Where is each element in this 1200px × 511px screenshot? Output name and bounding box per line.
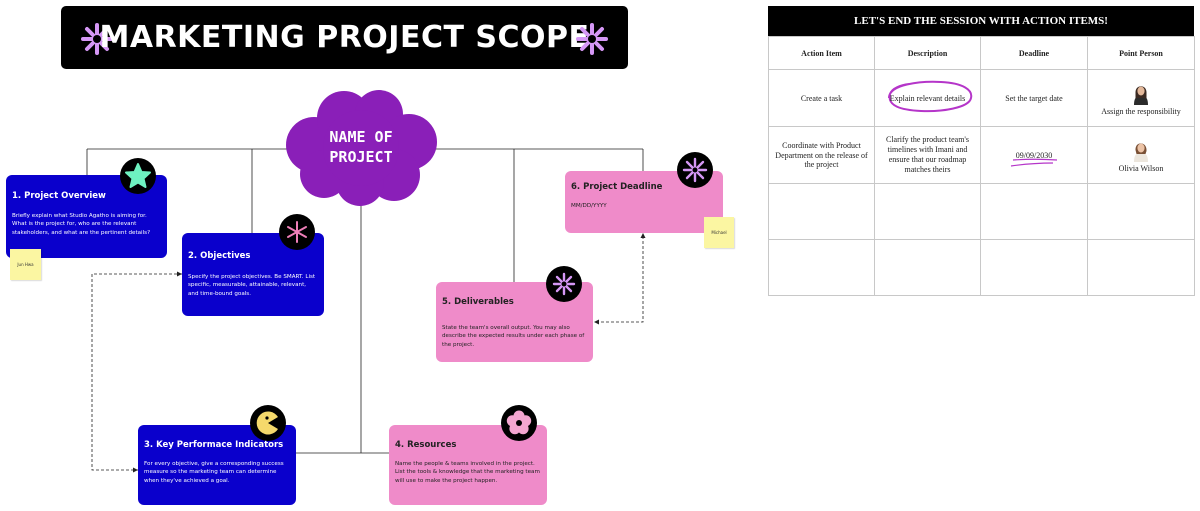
table-cell[interactable] <box>768 239 875 296</box>
table-cell[interactable] <box>768 183 875 240</box>
pacman-icon <box>250 405 286 441</box>
cloud-label: NAME OF PROJECT <box>329 128 393 166</box>
table-cell[interactable] <box>874 183 981 240</box>
card-objectives[interactable]: 2. Objectives Specify the project object… <box>182 233 324 316</box>
table-cell[interactable] <box>1087 239 1195 296</box>
card-title: 1. Project Overview <box>12 191 106 201</box>
action-items-panel: LET'S END THE SESSION WITH ACTION ITEMS!… <box>768 6 1195 296</box>
table-row <box>768 183 1195 240</box>
card-body: MM/DD/YYYY <box>571 203 607 209</box>
card-body: For every objective, give a correspondin… <box>144 461 284 484</box>
flower-icon <box>501 405 537 441</box>
table-cell[interactable]: Coordinate with Product Department on th… <box>768 126 875 184</box>
column-header: Action Item <box>768 36 875 70</box>
table-cell[interactable] <box>1087 183 1195 240</box>
card-body: State the team's overall output. You may… <box>442 325 585 348</box>
person-photo <box>1134 142 1148 162</box>
table-title: LET'S END THE SESSION WITH ACTION ITEMS! <box>768 6 1194 36</box>
asterisk-star-icon <box>81 23 113 55</box>
table-cell[interactable]: Olivia Wilson <box>1087 126 1195 184</box>
action-items-table: Action Item Description Deadline Point P… <box>768 36 1195 296</box>
card-resources[interactable]: 4. Resources Name the people & teams inv… <box>389 425 547 505</box>
sticky-note[interactable]: Michael <box>704 217 734 248</box>
card-body: Briefly explain what Studio Agatho is ai… <box>12 213 151 236</box>
column-header: Deadline <box>980 36 1088 70</box>
table-cell[interactable] <box>980 239 1088 296</box>
project-name-cloud <box>286 90 437 206</box>
card-title: 5. Deliverables <box>442 297 514 307</box>
table-row: Create a task Explain relevant details S… <box>768 69 1195 127</box>
table-cell[interactable] <box>980 183 1088 240</box>
table-row: Coordinate with Product Department on th… <box>768 126 1195 184</box>
table-cell[interactable]: Set the target date <box>980 69 1088 127</box>
card-key-performance-indicators[interactable]: 3. Key Performace Indicators For every o… <box>138 425 296 505</box>
purple-burst-icon <box>677 152 713 188</box>
table-cell[interactable]: Assign the responsibility <box>1087 69 1195 127</box>
table-cell[interactable] <box>874 239 981 296</box>
table-cell[interactable]: Explain relevant details <box>874 69 981 127</box>
purple-burst-icon <box>546 266 582 302</box>
table-cell[interactable]: Create a task <box>768 69 875 127</box>
card-title: 6. Project Deadline <box>571 182 663 192</box>
sticky-note[interactable]: Jun Hwa <box>10 249 41 280</box>
underline-scribble <box>1010 158 1058 167</box>
asterisk-star-icon <box>576 23 608 55</box>
column-header: Point Person <box>1087 36 1195 70</box>
table-row <box>768 239 1195 296</box>
flower-asterisk-icon <box>279 214 315 250</box>
star-icon <box>120 158 156 194</box>
card-title: 4. Resources <box>395 440 457 450</box>
table-cell[interactable]: 09/09/2030 <box>980 126 1088 184</box>
card-body: Specify the project objectives. Be SMART… <box>188 274 316 297</box>
card-body: Name the people & teams involved in the … <box>395 461 540 484</box>
highlight-circle <box>888 80 973 113</box>
table-cell[interactable]: Clarify the product team's timelines wit… <box>874 126 981 184</box>
card-title: 2. Objectives <box>188 251 251 261</box>
title-banner: MARKETING PROJECT SCOPE <box>61 6 628 69</box>
card-title: 3. Key Performace Indicators <box>144 440 284 450</box>
person-photo <box>1134 85 1148 105</box>
page-title: MARKETING PROJECT SCOPE <box>99 20 590 55</box>
column-header: Description <box>874 36 981 70</box>
